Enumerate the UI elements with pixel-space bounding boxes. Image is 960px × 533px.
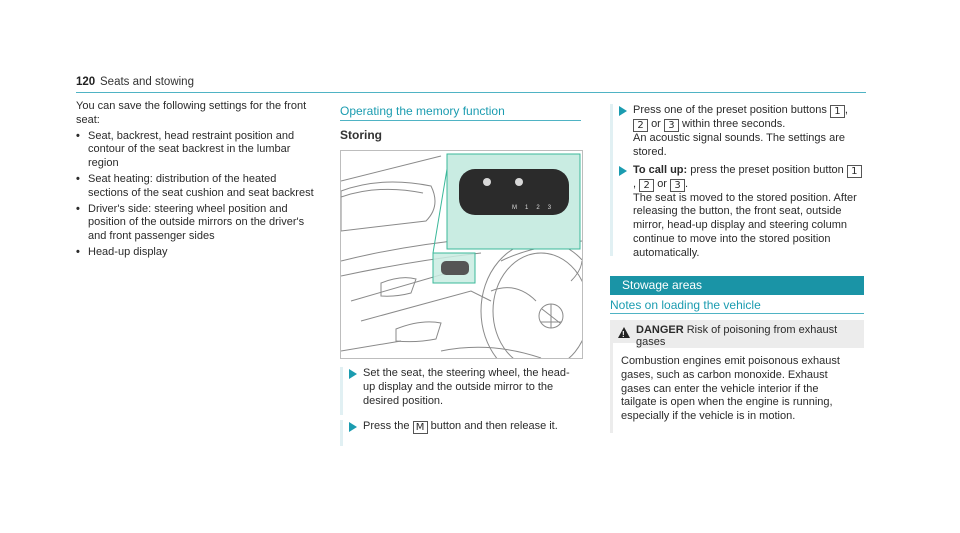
step-call-up-text: To call up: press the preset position bu… — [633, 164, 864, 192]
key-1-icon: 1 — [829, 105, 845, 118]
step-arrow-icon — [619, 165, 627, 176]
intro-column: You can save the following settings for … — [76, 100, 316, 262]
panel-button-labels: M123 — [512, 205, 559, 211]
danger-text: Combustion engines emit poisonous exhaus… — [621, 355, 840, 423]
stowage-banner: Stowage areas — [610, 276, 864, 295]
list-item: •Head-up display — [76, 245, 168, 258]
section-title: Seats and stowing — [100, 76, 194, 88]
key-3-icon: 3 — [663, 119, 679, 132]
danger-title: Risk of poisoning from exhaust — [686, 324, 838, 336]
step-arrow-icon — [349, 422, 357, 432]
loading-heading-rule — [610, 313, 864, 314]
danger-body: Combustion engines emit poisonous exhaus… — [610, 343, 867, 433]
panel-button-3: 3 — [547, 205, 560, 211]
step-press-m: Press the M button and then release it. — [340, 420, 581, 446]
memory-heading-rule — [340, 120, 581, 121]
key-2-icon: 2 — [639, 178, 655, 192]
step-preset-note: An acoustic signal sounds. The settings … — [633, 132, 845, 158]
page-number: 120 — [76, 76, 96, 88]
step-call-up-note: The seat is moved to the stored position… — [633, 191, 857, 259]
list-item: •Seat heating: distribution of the heate… — [76, 172, 314, 199]
panel-button-1: 1 — [525, 205, 537, 211]
key-2-icon: 2 — [633, 119, 648, 132]
storing-heading: Storing — [340, 128, 382, 142]
memory-heading: Operating the memory function — [340, 104, 505, 118]
memory-figure: M123 — [340, 150, 583, 359]
step-preset-text: Press one of the preset position buttons… — [633, 104, 848, 132]
panel-button-m: M — [512, 205, 525, 211]
panel-button-2: 2 — [536, 205, 548, 211]
danger-title-line2: gases — [636, 337, 864, 348]
intro-text: You can save the following settings for … — [76, 100, 307, 126]
step-arrow-icon — [349, 369, 357, 379]
settings-list: •Seat, backrest, head restraint position… — [76, 130, 316, 260]
list-item: •Seat, backrest, head restraint position… — [76, 129, 295, 170]
call-up-label: To call up: — [633, 163, 688, 176]
header-rule — [76, 92, 866, 93]
step-arrow-icon — [619, 106, 627, 116]
step-set-position: Set the seat, the steering wheel, the he… — [340, 367, 581, 415]
danger-label: DANGER — [636, 324, 684, 336]
list-item: •Driver's side: steering wheel position … — [76, 202, 305, 243]
door-panel-illustration — [341, 153, 582, 358]
key-3-icon: 3 — [670, 178, 686, 192]
loading-heading: Notes on loading the vehicle — [610, 298, 761, 312]
warning-triangle-icon — [618, 327, 630, 338]
key-m-icon: M — [412, 421, 428, 434]
key-1-icon: 1 — [846, 164, 862, 178]
step-preset-buttons: Press one of the preset position buttons… — [610, 104, 864, 259]
